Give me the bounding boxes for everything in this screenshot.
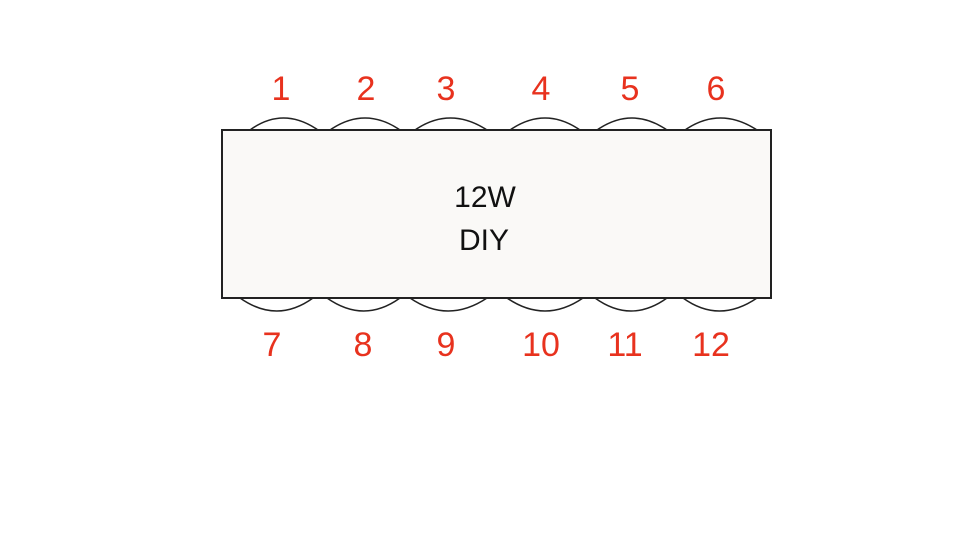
pin-label-5: 5 [621, 70, 640, 108]
pin-label-8: 8 [354, 326, 373, 364]
bottom-bulb-12 [682, 297, 758, 312]
pin-label-6: 6 [707, 70, 726, 108]
top-bulb-5 [596, 117, 668, 131]
top-bulbs [249, 117, 758, 131]
top-bulb-4 [509, 117, 581, 131]
pin-label-3: 3 [437, 70, 456, 108]
top-bulb-2 [329, 117, 401, 131]
pin-label-7: 7 [263, 326, 282, 364]
pin-label-4: 4 [532, 70, 551, 108]
chip-label-line1: 12W [454, 181, 516, 214]
bottom-bulbs [239, 297, 758, 312]
chip-body [221, 129, 772, 299]
bottom-bulb-9 [409, 297, 488, 312]
top-bulb-3 [414, 117, 488, 131]
bottom-bulb-8 [326, 297, 401, 312]
bottom-bulb-10 [506, 297, 584, 312]
pin-label-10: 10 [522, 326, 560, 364]
top-bulb-6 [684, 117, 758, 131]
pin-label-1: 1 [272, 70, 291, 108]
bottom-bulb-11 [594, 297, 668, 312]
pin-label-9: 9 [437, 326, 456, 364]
pin-label-12: 12 [692, 326, 730, 364]
chip-label-line2: DIY [459, 224, 509, 257]
pin-label-11: 11 [607, 326, 642, 364]
pin-label-2: 2 [357, 70, 376, 108]
top-bulb-1 [249, 117, 319, 131]
bottom-bulb-7 [239, 297, 314, 312]
